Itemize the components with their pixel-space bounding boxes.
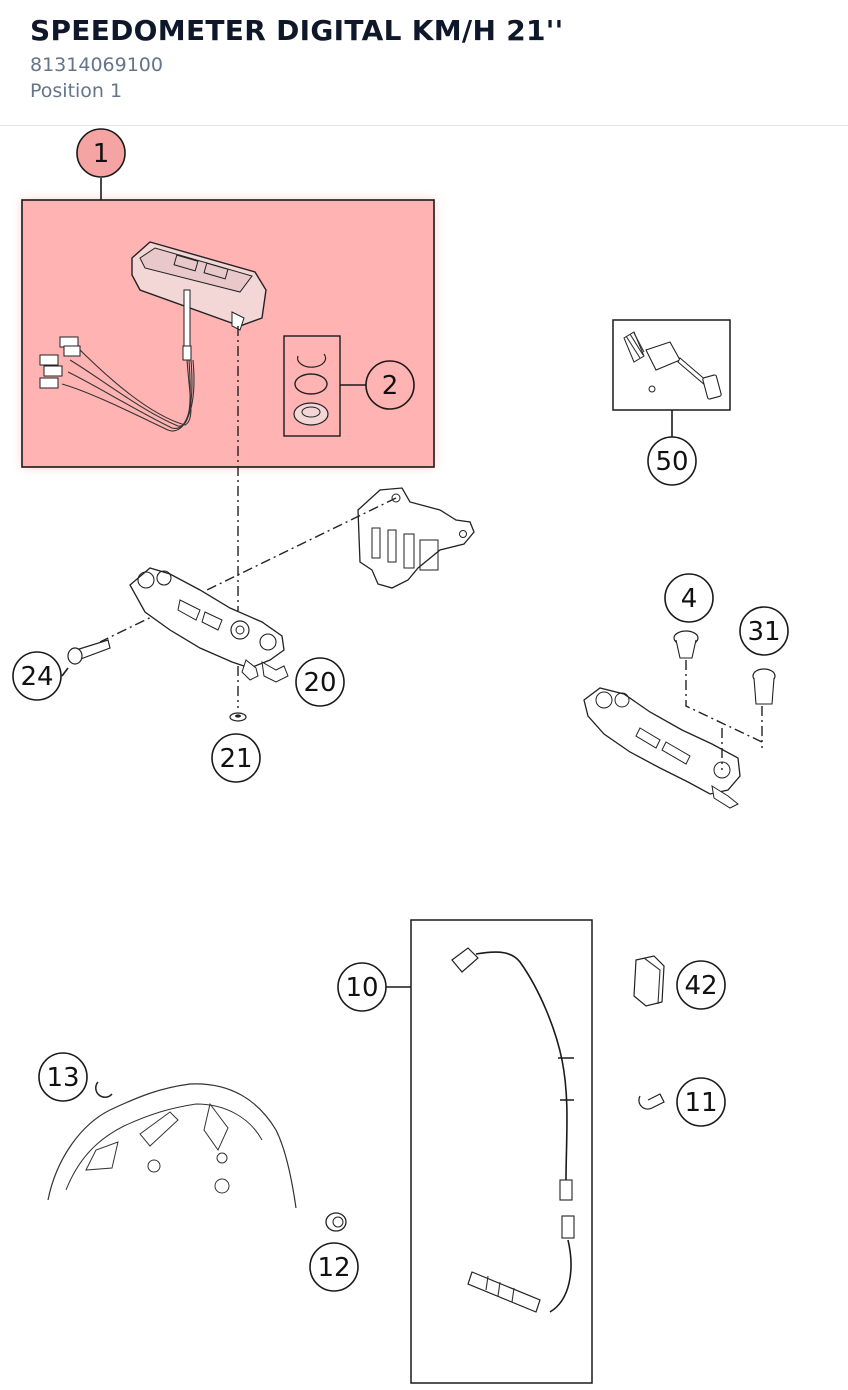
callout-4-label: 4 [681,584,698,614]
callout-20[interactable]: 20 [295,657,345,707]
bushing-drawing [752,668,776,705]
callout-11-label: 11 [684,1088,717,1118]
callout-24-label: 24 [20,662,53,692]
seal-kit-drawing [283,335,366,437]
bolt-drawing [61,639,111,677]
callout-13-label: 13 [46,1063,79,1093]
callout-31-label: 31 [747,617,780,647]
callout-4[interactable]: 4 [664,573,714,623]
page-title: SPEEDOMETER DIGITAL KM/H 21'' [30,14,564,47]
brake-disc-drawing [47,1081,297,1209]
position-label: Position 1 [30,80,123,102]
callout-12[interactable]: 12 [309,1242,359,1292]
callout-20-label: 20 [303,668,336,698]
header: SPEEDOMETER DIGITAL KM/H 21'' 8131406910… [0,0,848,126]
callout-21[interactable]: 21 [211,733,261,783]
callout-42[interactable]: 42 [676,960,726,1010]
speedometer-unit-drawing [39,241,267,432]
clip-drawing [633,955,665,1007]
nut-drawing [229,712,247,722]
callout-2-label: 2 [382,371,399,401]
callout-50[interactable]: 50 [647,436,697,486]
callout-21-label: 21 [219,744,252,774]
callout-1-label: 1 [93,139,110,169]
holder-right-axis-lines [685,660,763,770]
part-group-1[interactable] [21,178,435,468]
callout-1[interactable]: 1 [76,128,126,178]
callout-12-label: 12 [317,1253,350,1283]
lock-set-drawing [612,319,731,438]
callout-31[interactable]: 31 [739,606,789,656]
callout-10-label: 10 [345,973,378,1003]
rubber-grommet-drawing [673,630,699,659]
cable-clamp-drawing [638,1093,665,1110]
spacer-drawing [325,1212,347,1232]
callout-10[interactable]: 10 [337,962,387,1012]
callout-24[interactable]: 24 [12,651,62,701]
callout-50-label: 50 [655,447,688,477]
callout-2[interactable]: 2 [365,360,415,410]
mounting-plate-drawing [357,487,475,589]
holder-drawing [129,567,289,683]
bolt-axis-line [99,497,397,643]
sensor-cable-group [386,919,593,1384]
part-number: 81314069100 [30,54,163,76]
callout-42-label: 42 [684,971,717,1001]
callout-13[interactable]: 13 [38,1052,88,1102]
callout-11[interactable]: 11 [676,1077,726,1127]
holder-right-drawing [583,687,741,809]
